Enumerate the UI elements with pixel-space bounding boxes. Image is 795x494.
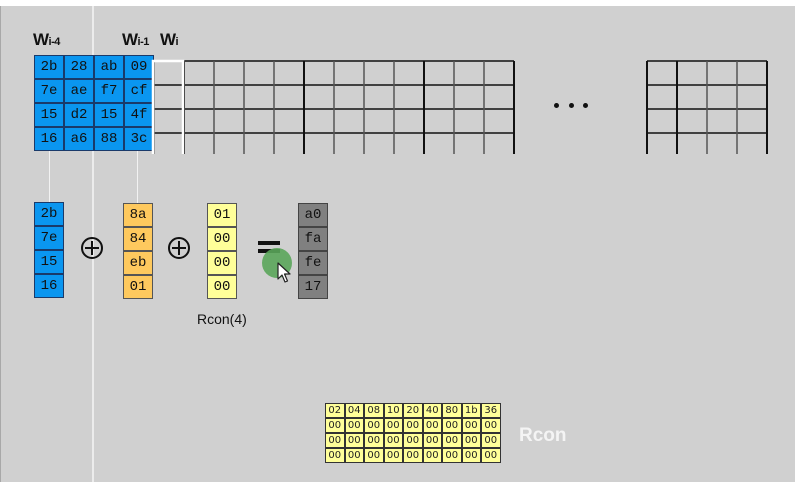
- ellipsis: [554, 103, 594, 109]
- ellipsis-dot: [569, 103, 574, 108]
- rcon-table-cell: 00: [442, 418, 462, 433]
- rcon-table-cell: 00: [383, 433, 403, 448]
- rcon-table-cell: 80: [442, 403, 462, 418]
- rcon-table-cell: 00: [344, 433, 364, 448]
- rcon-table-cell: 00: [403, 433, 423, 448]
- ellipsis-dot: [554, 103, 559, 108]
- rcon-table-cell: 00: [422, 418, 442, 433]
- rcon-table-cell: 00: [481, 448, 501, 463]
- w-i-minus-4-byte: 15: [34, 250, 64, 274]
- transformed-byte: 84: [123, 227, 153, 251]
- result-byte: 17: [298, 275, 328, 299]
- rcon-byte: 01: [207, 203, 237, 227]
- transformed-byte: 8a: [123, 203, 153, 227]
- label-w-i: Wi: [160, 30, 179, 50]
- key-byte-cell: 4f: [124, 103, 154, 127]
- rcon-table-cell: 00: [344, 418, 364, 433]
- label-subscript: i-1: [137, 36, 150, 48]
- key-byte-cell: ab: [94, 55, 124, 79]
- key-byte-cell: 3c: [124, 127, 154, 151]
- result-byte: fa: [298, 227, 328, 251]
- transformed-byte: 01: [123, 275, 153, 299]
- rcon-table-cell: 00: [364, 448, 384, 463]
- rcon-table-cell: 00: [325, 448, 345, 463]
- rcon-table-cell: 36: [481, 403, 501, 418]
- rcon-table-cell: 00: [481, 433, 501, 448]
- w-i-minus-4-byte: 7e: [34, 226, 64, 250]
- w-i-highlight: [151, 59, 185, 154]
- rcon-byte: 00: [207, 251, 237, 275]
- xor-icon: [168, 237, 190, 259]
- key-byte-cell: 2b: [34, 55, 64, 79]
- label-subscript: i-4: [48, 36, 61, 48]
- rcon-table-cell: 40: [422, 403, 442, 418]
- rcon-table-title: Rcon: [519, 425, 567, 446]
- rcon-table-cell: 00: [364, 433, 384, 448]
- key-byte-cell: cf: [124, 79, 154, 103]
- rcon-table-cell: 00: [403, 418, 423, 433]
- w-i-minus-4-byte: 16: [34, 274, 64, 298]
- key-byte-cell: 16: [34, 127, 64, 151]
- rcon-table-cell: 02: [325, 403, 345, 418]
- key-byte-cell: d2: [64, 103, 94, 127]
- rcon-table-cell: 10: [383, 403, 403, 418]
- label-letter: W: [160, 30, 176, 49]
- connector-line-w-i-1: [137, 150, 138, 206]
- ellipsis-dot: [583, 103, 588, 108]
- rcon-table-cell: 00: [481, 418, 501, 433]
- transformed-byte: eb: [123, 251, 153, 275]
- mouse-pointer-icon: [277, 262, 291, 283]
- rcon-table-cell: 00: [344, 448, 364, 463]
- equals-bar: [258, 241, 280, 245]
- key-byte-cell: 28: [64, 55, 94, 79]
- rcon-table-cell: 1b: [461, 403, 481, 418]
- rcon-table-cell: 00: [461, 448, 481, 463]
- rcon-table-cell: 00: [325, 433, 345, 448]
- key-byte-cell: 09: [124, 55, 154, 79]
- key-byte-cell: 15: [34, 103, 64, 127]
- rcon-table-cell: 00: [461, 418, 481, 433]
- key-expansion-grid: [151, 59, 768, 154]
- rcon-table-cell: 00: [403, 448, 423, 463]
- rcon-byte: 00: [207, 275, 237, 299]
- key-byte-cell: f7: [94, 79, 124, 103]
- label-subscript: i: [175, 36, 179, 48]
- result-byte: a0: [298, 203, 328, 227]
- label-w-i-minus-1: Wi-1: [122, 30, 149, 50]
- key-byte-cell: 7e: [34, 79, 64, 103]
- rcon-table-cell: 08: [364, 403, 384, 418]
- rcon-table-cell: 00: [383, 448, 403, 463]
- label-letter: W: [122, 30, 138, 49]
- rcon-table-cell: 00: [442, 433, 462, 448]
- rcon-table-cell: 00: [461, 433, 481, 448]
- rcon-table-cell: 20: [403, 403, 423, 418]
- key-byte-cell: 15: [94, 103, 124, 127]
- key-byte-cell: a6: [64, 127, 94, 151]
- result-byte: fe: [298, 251, 328, 275]
- label-w-i-minus-4: Wi-4: [33, 30, 60, 50]
- w-i-minus-4-byte: 2b: [34, 202, 64, 226]
- rcon-table-cell: 00: [325, 418, 345, 433]
- rcon-table-cell: 00: [442, 448, 462, 463]
- key-byte-cell: ae: [64, 79, 94, 103]
- rcon-table-cell: 04: [344, 403, 364, 418]
- connector-line-w-i-4: [49, 150, 50, 206]
- rcon-table-cell: 00: [422, 433, 442, 448]
- key-byte-cell: 88: [94, 127, 124, 151]
- rcon-table-cell: 00: [383, 418, 403, 433]
- label-letter: W: [33, 30, 49, 49]
- rcon-table-cell: 00: [364, 418, 384, 433]
- rcon-byte: 00: [207, 227, 237, 251]
- rcon-4-label: Rcon(4): [197, 311, 247, 327]
- rcon-table-cell: 00: [422, 448, 442, 463]
- xor-icon: [81, 237, 103, 259]
